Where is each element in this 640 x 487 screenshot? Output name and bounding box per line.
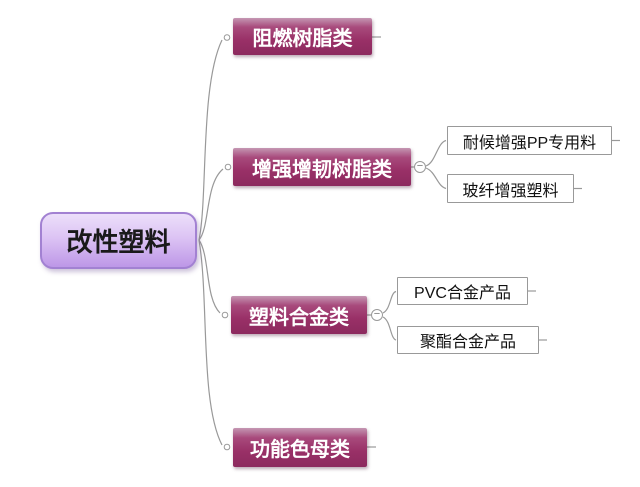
- child-node-pvc-alloy-products[interactable]: PVC合金产品: [397, 277, 528, 305]
- collapse-toggle-icon[interactable]: −: [414, 161, 426, 173]
- child-node-glass-fiber-reinforced-plastic[interactable]: 玻纤增强塑料: [447, 174, 574, 203]
- connector-end-dot-2: [224, 163, 232, 171]
- branch-node-reinforced-toughened-resins[interactable]: 增强增韧树脂类: [233, 148, 411, 186]
- connector-end-dot-4: [223, 443, 231, 451]
- connector-root-branch-3: [198, 239, 221, 314]
- connector-root-branch-1: [198, 39, 223, 241]
- branch-node-flame-retardant-resins[interactable]: 阻燃树脂类: [233, 18, 372, 55]
- connector-root-branch-4: [198, 239, 223, 446]
- connector-end-dot-1: [223, 34, 231, 41]
- collapse-toggle-icon[interactable]: −: [371, 309, 383, 321]
- branch-node-functional-masterbatch[interactable]: 功能色母类: [233, 428, 367, 467]
- root-node-modified-plastics[interactable]: 改性塑料: [40, 212, 197, 269]
- connector-branch-3-child-2: [382, 316, 397, 341]
- child-node-polyester-alloy-products[interactable]: 聚酯合金产品: [397, 326, 539, 354]
- child-node-weather-resistant-pp[interactable]: 耐候增强PP专用料: [447, 126, 612, 155]
- connector-root-branch-2: [198, 168, 224, 241]
- connector-end-dot-3: [221, 311, 229, 319]
- branch-node-plastic-alloys[interactable]: 塑料合金类: [231, 296, 367, 334]
- connector-branch-2-child-1: [425, 139, 447, 167]
- connector-branch-3-child-1: [382, 290, 397, 314]
- connector-branch-2-child-2: [425, 167, 447, 190]
